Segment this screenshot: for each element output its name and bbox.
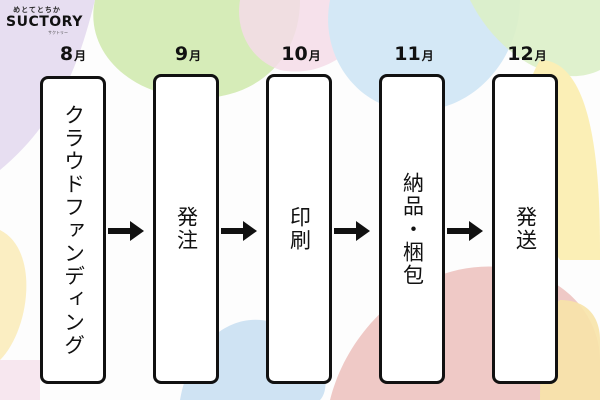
- step-box-order: 発注: [153, 74, 219, 384]
- bg-blob-yellow-left: [0, 230, 27, 360]
- bg-blob-pink-left: [0, 360, 40, 400]
- month-label-5: 12月: [507, 43, 547, 65]
- step-box-delivery-packing: 納品・梱包: [379, 74, 445, 384]
- step-label-crowdfunding: クラウドファンディング: [61, 103, 86, 357]
- month-label-2: 9月: [174, 43, 202, 65]
- step-label-printing: 印刷: [287, 206, 312, 252]
- brand-tagline: めとてとちか: [13, 6, 61, 14]
- arrow-right-icon-2: [221, 221, 257, 241]
- step-box-printing: 印刷: [266, 74, 332, 384]
- arrow-right-icon-3: [334, 221, 370, 241]
- bg-blob-green-right: [470, 0, 600, 77]
- brand-logo: めとてとちか SUCTORY サクトリー: [6, 6, 83, 35]
- arrow-right-icon-4: [447, 221, 483, 241]
- brand-name: SUCTORY: [6, 14, 83, 30]
- brand-subtext: サクトリー: [48, 30, 68, 35]
- step-label-order: 発注: [174, 206, 199, 252]
- month-label-3: 10月: [281, 43, 321, 65]
- step-label-delivery-packing: 納品・梱包: [400, 171, 425, 287]
- month-label-4: 11月: [394, 43, 434, 65]
- step-box-crowdfunding: クラウドファンディング: [40, 76, 106, 384]
- step-box-shipping: 発送: [492, 74, 558, 384]
- month-label-1: 8月: [59, 43, 87, 65]
- bg-blob-blue-top: [328, 0, 520, 112]
- step-label-shipping: 発送: [513, 206, 538, 252]
- arrow-right-icon-1: [108, 221, 144, 241]
